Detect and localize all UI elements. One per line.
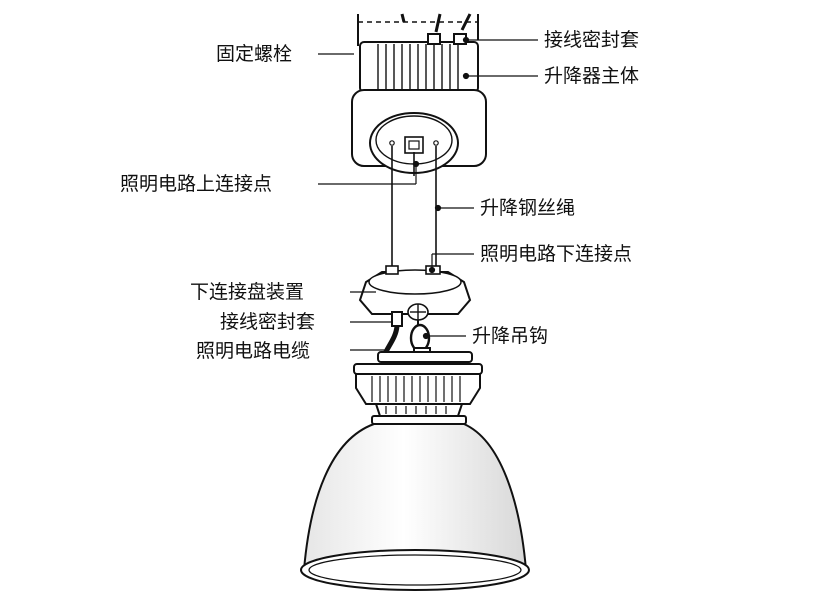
lift-main-body xyxy=(351,13,487,174)
top-seal-gland-1 xyxy=(427,33,441,45)
bottom-wiring-seal xyxy=(391,311,403,327)
label-fixing-bolt: 固定螺栓 xyxy=(216,43,292,65)
lamp-neck xyxy=(374,403,464,417)
top-cable xyxy=(400,13,472,33)
lower-connection-plate xyxy=(358,265,472,315)
label-lift-hook: 升降吊钩 xyxy=(472,325,548,347)
reflector-dome xyxy=(302,423,528,571)
leader-lines xyxy=(318,36,538,351)
heat-sink-ring xyxy=(355,369,481,405)
label-lower-connection-plate: 下连接盘装置 xyxy=(190,281,304,303)
label-lift-main-body: 升降器主体 xyxy=(544,65,639,87)
label-upper-connection-point: 照明电路上连接点 xyxy=(120,173,272,195)
label-lighting-cable: 照明电路电缆 xyxy=(196,340,310,362)
label-wiring-seal-top: 接线密封套 xyxy=(544,29,639,51)
lift-hook xyxy=(407,303,431,359)
label-lower-connection-point: 照明电路下连接点 xyxy=(480,243,632,265)
label-lift-wire-rope: 升降钢丝绳 xyxy=(480,197,575,219)
lamp-body xyxy=(300,351,530,591)
label-wiring-seal-bottom: 接线密封套 xyxy=(220,311,315,333)
reflector-rim xyxy=(300,549,530,591)
lamp-top-cap xyxy=(377,351,473,363)
